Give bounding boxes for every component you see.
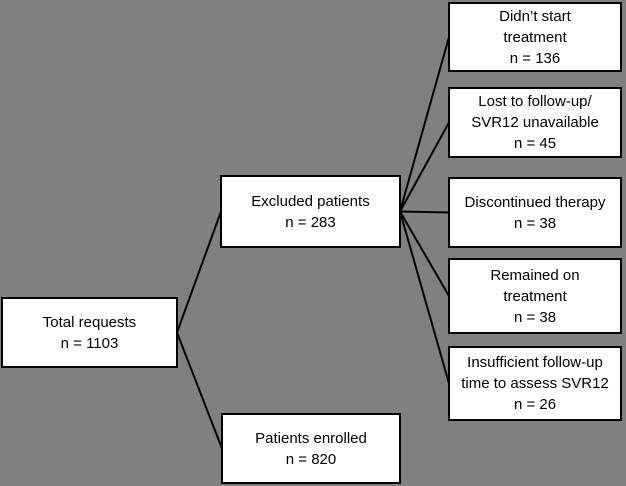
node-insufficient-follow-up: Insufficient follow-up time to assess SV… [448, 346, 622, 421]
connector-excluded_patients-to-lost_to_follow_up [399, 122, 450, 212]
connector-total_requests-to-patients_enrolled [176, 332, 223, 449]
node-label: Insufficient follow-up [467, 354, 603, 371]
connector-excluded_patients-to-remained_on_treatment [399, 210, 450, 297]
connector-excluded_patients-to-discontinued_therapy [399, 210, 450, 214]
node-count: n = 820 [285, 450, 337, 468]
node-excluded-patients: Excluded patients n = 283 [220, 175, 401, 248]
connector-excluded_patients-to-insufficient_follow_up [399, 211, 450, 384]
node-patients-enrolled: Patients enrolled n = 820 [221, 413, 401, 484]
connector-total_requests-to-excluded_patients [176, 211, 222, 333]
node-label: Excluded patients [251, 192, 370, 210]
node-count: n = 1103 [60, 334, 119, 352]
node-remained-on-treatment: Remained on treatment n = 38 [448, 258, 622, 334]
node-label-line2: treatment [503, 287, 567, 305]
node-label: Remained on [490, 266, 580, 284]
node-label: Discontinued therapy [464, 193, 606, 211]
node-count: n = 38 [513, 214, 557, 232]
node-label-line2: SVR12 unavailable [471, 114, 599, 131]
node-label: Didn’t start [499, 7, 571, 25]
node-didnt-start-treatment: Didn’t start treatment n = 136 [448, 2, 622, 72]
node-label: Lost to follow-up/ [478, 93, 592, 110]
node-discontinued-therapy: Discontinued therapy n = 38 [448, 177, 622, 248]
node-label-line2: treatment [503, 28, 567, 46]
node-count: n = 26 [513, 396, 557, 413]
connector-excluded_patients-to-didnt_start_treatment [399, 36, 450, 212]
node-count: n = 136 [509, 49, 561, 67]
node-count: n = 45 [513, 135, 557, 152]
node-count: n = 283 [285, 213, 336, 231]
node-lost-to-follow-up: Lost to follow-up/ SVR12 unavailable n =… [448, 87, 622, 158]
node-total-requests: Total requests n = 1103 [1, 297, 178, 368]
node-label: Patients enrolled [255, 429, 367, 447]
node-count: n = 38 [513, 308, 557, 326]
node-label: Total requests [42, 313, 137, 331]
node-label-line2: time to assess SVR12 [461, 375, 609, 392]
